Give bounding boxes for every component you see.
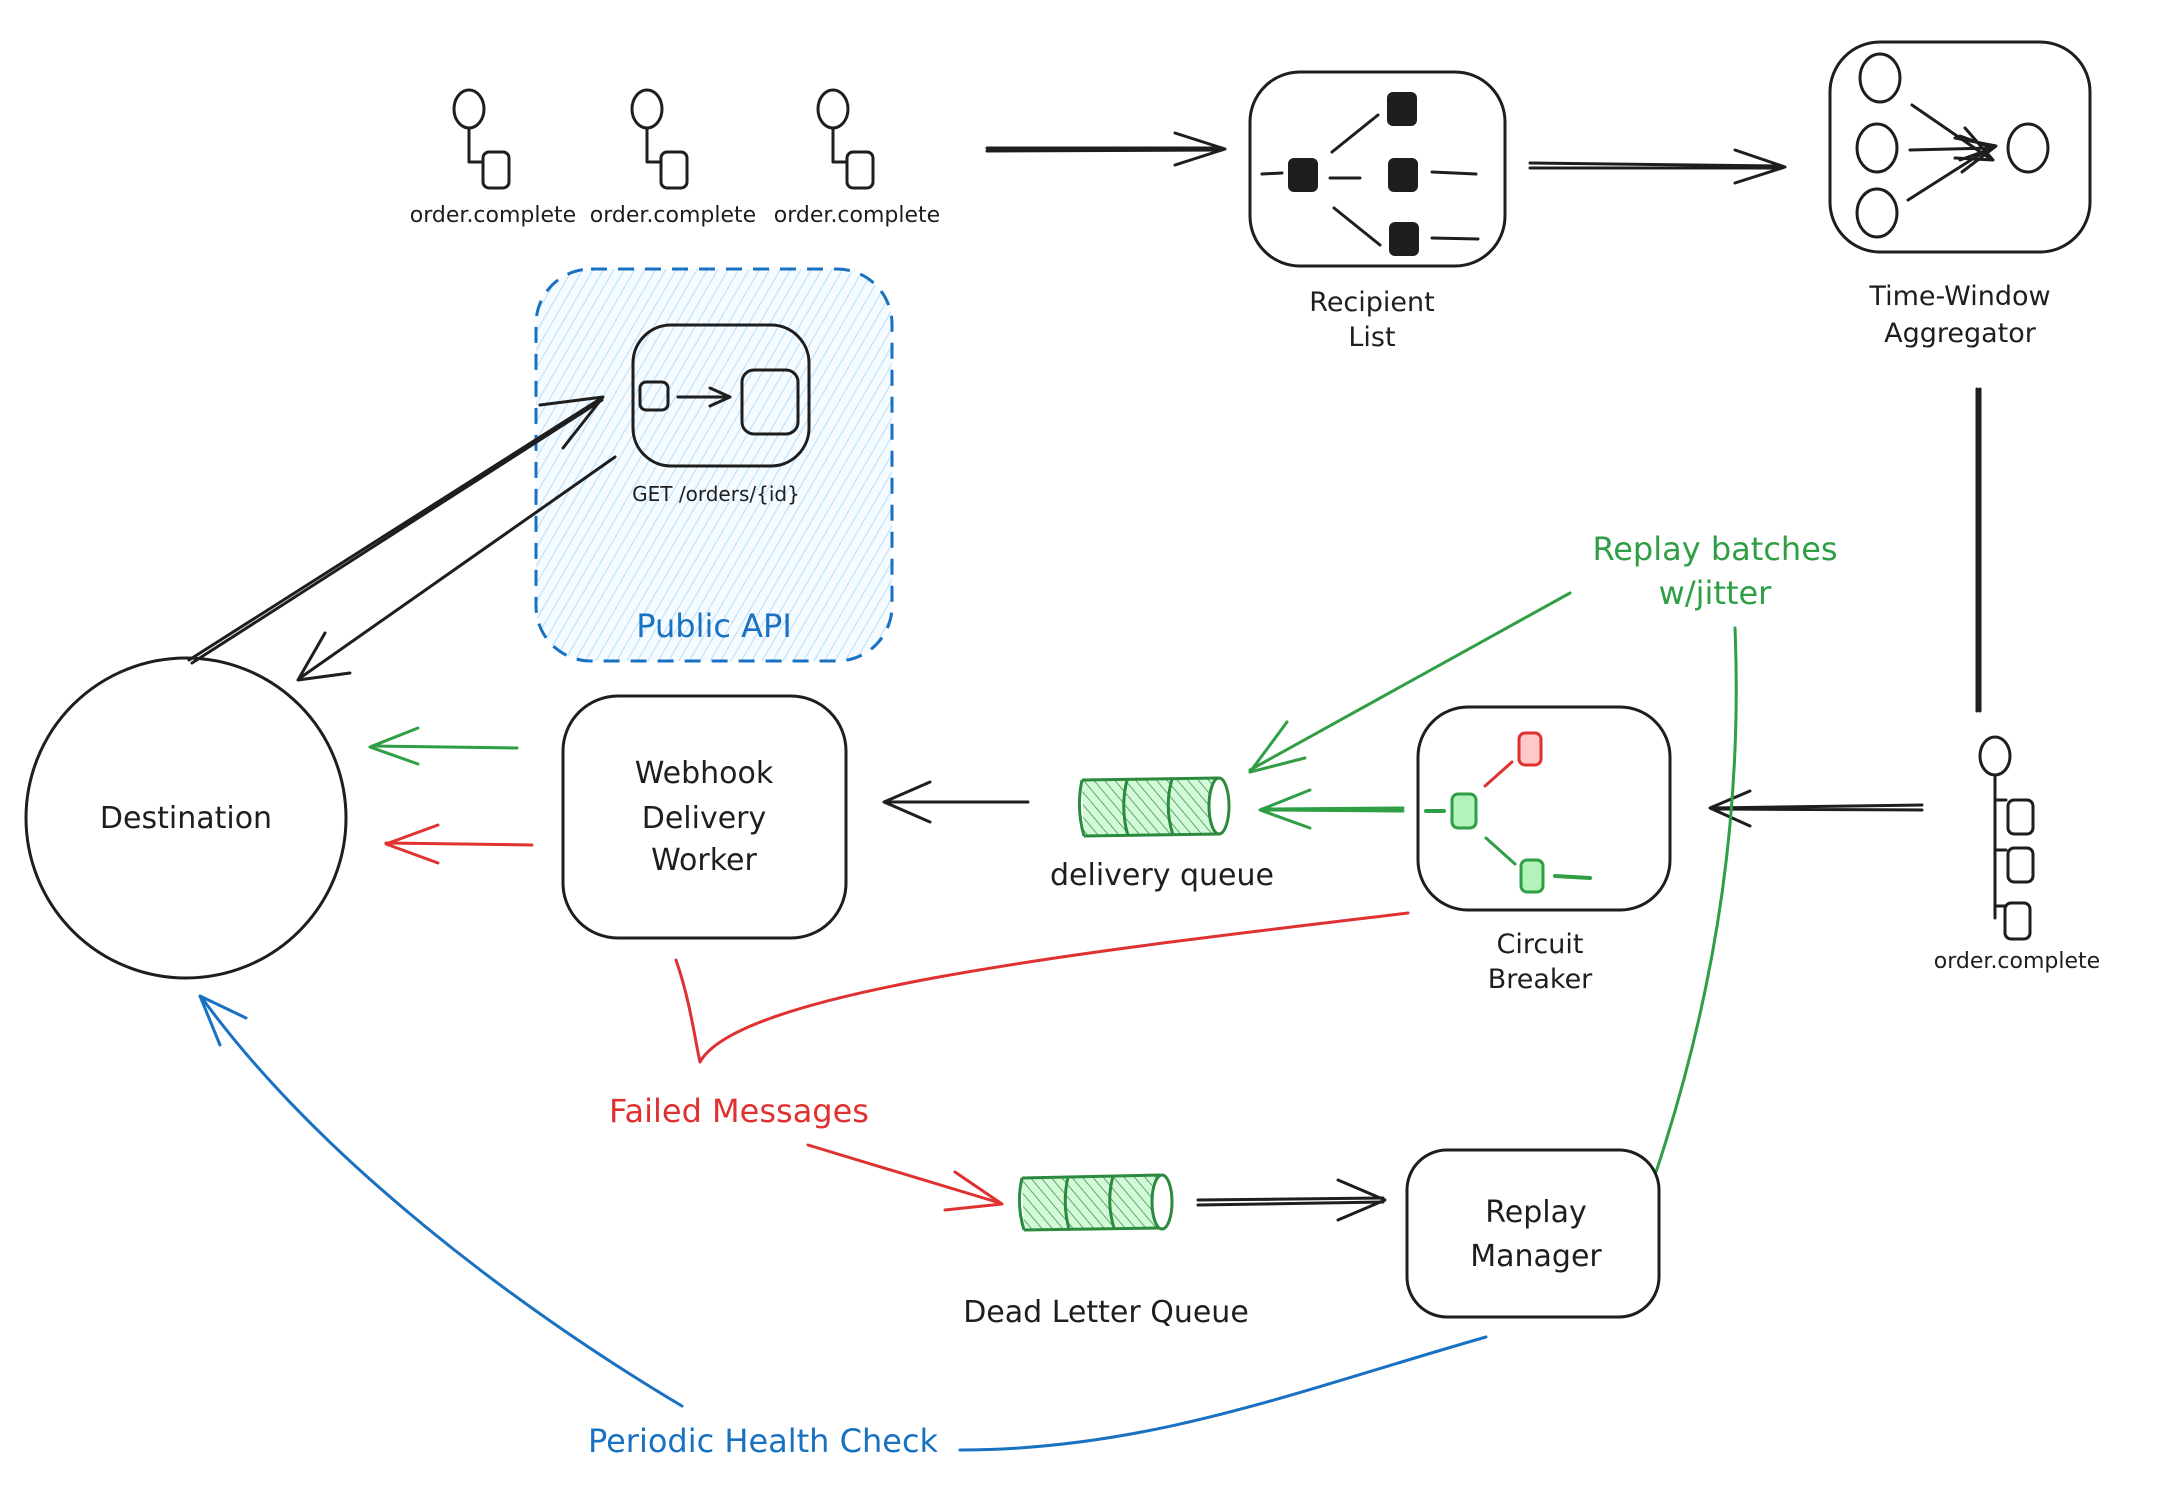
webhook-worker-label: Worker xyxy=(651,843,757,878)
arrow-recipient-to-aggregator xyxy=(1528,148,1787,185)
replay-manager-label: Manager xyxy=(1470,1239,1602,1274)
event-icon[interactable] xyxy=(630,88,689,190)
arrow-dlq-to-replay xyxy=(1196,1178,1387,1222)
destination-label: Destination xyxy=(100,801,272,836)
api-endpoint-node[interactable] xyxy=(631,323,811,468)
arrow-worker-to-destination-failure xyxy=(384,823,534,865)
connector-replay-manager-to-annotation xyxy=(1654,626,1738,1174)
replay-manager-label: Replay xyxy=(1485,1195,1586,1230)
circuit-breaker-label: Breaker xyxy=(1488,964,1593,995)
aggregator-label: Time-Window xyxy=(1868,281,2050,312)
connector-replay-to-health xyxy=(958,1335,1488,1452)
delivery-queue-icon[interactable] xyxy=(1077,776,1231,838)
connector-failures-to-label xyxy=(674,911,1410,1064)
arrow-queue-to-worker xyxy=(882,780,1030,824)
dead-letter-queue-label: Dead Letter Queue xyxy=(963,1295,1249,1330)
aggregator-icon xyxy=(1855,52,2050,239)
aggregated-event-label: order.complete xyxy=(1934,949,2100,974)
recipient-list-label: Recipient xyxy=(1309,287,1434,318)
event-label: order.complete xyxy=(590,203,756,228)
public-api-label: Public API xyxy=(636,607,792,645)
aggregator-label: Aggregator xyxy=(1884,318,2037,349)
recipient-list-node[interactable] xyxy=(1248,70,1507,268)
webhook-worker-label: Webhook xyxy=(635,756,774,791)
arrow-replay-to-queue xyxy=(1248,591,1572,774)
replay-annotation: w/jitter xyxy=(1659,574,1773,612)
health-check-annotation: Periodic Health Check xyxy=(588,1422,939,1460)
public-api-group[interactable] xyxy=(534,267,894,663)
arrow-events-to-recipient xyxy=(985,131,1227,167)
failed-messages-annotation: Failed Messages xyxy=(609,1092,869,1130)
aggregated-event-icon[interactable] xyxy=(1978,735,2035,941)
circuit-breaker-label: Circuit xyxy=(1497,929,1584,960)
destination-node[interactable] xyxy=(24,656,348,980)
replay-annotation: Replay batches xyxy=(1592,530,1837,568)
event-icon[interactable] xyxy=(816,88,875,190)
recipient-list-icon xyxy=(1260,92,1480,256)
webhook-worker-label: Delivery xyxy=(642,801,767,836)
event-group-top: order.complete order.complete order.comp… xyxy=(410,88,940,228)
arrow-event-to-circuit-breaker xyxy=(1708,789,1924,828)
arrow-circuit-to-queue xyxy=(1258,788,1405,830)
arrow-failed-to-dlq xyxy=(806,1143,1004,1212)
event-icon[interactable] xyxy=(452,88,511,190)
api-endpoint-label: GET /orders/{id} xyxy=(632,482,800,506)
circuit-breaker-icon xyxy=(1424,731,1592,894)
arrow-api-to-destination xyxy=(296,455,617,682)
arrow-worker-to-destination-success xyxy=(368,726,519,766)
replay-manager-node[interactable] xyxy=(1405,1148,1661,1319)
aggregator-node[interactable] xyxy=(1828,40,2092,254)
event-label: order.complete xyxy=(410,203,576,228)
event-label: order.complete xyxy=(774,203,940,228)
dead-letter-queue-icon[interactable] xyxy=(1017,1173,1174,1232)
circuit-breaker-node[interactable] xyxy=(1416,705,1672,912)
arrow-destination-to-api xyxy=(187,395,605,665)
webhook-worker-node[interactable] xyxy=(561,694,848,940)
recipient-list-label: List xyxy=(1348,322,1395,353)
delivery-queue-label: delivery queue xyxy=(1050,858,1274,893)
arrow-health-to-destination xyxy=(198,994,684,1408)
connector-aggregator-to-event xyxy=(1975,387,1982,713)
